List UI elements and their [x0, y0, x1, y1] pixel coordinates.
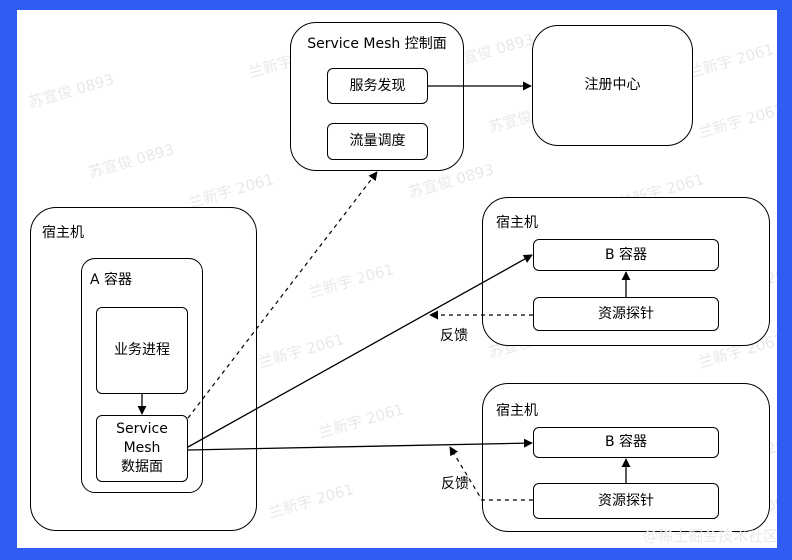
business-process-node: 业务进程	[96, 307, 188, 394]
watermark-text: 兰新宇 2061	[696, 100, 777, 142]
watermark-text: 苏宣俊 0893	[26, 70, 116, 112]
host-b2-container-node: B 容器	[533, 427, 719, 458]
data-plane-node: Service Mesh 数据面	[96, 415, 188, 482]
data-plane-line-1: Service	[116, 421, 168, 438]
watermark-text: 苏宣俊 0893	[86, 140, 176, 182]
host-b1-feedback-label: 反馈	[440, 328, 468, 344]
host-b1-container-node: B 容器	[533, 239, 719, 271]
footer-watermark: @稀土掘金技术社区	[642, 527, 778, 545]
control-plane-title: Service Mesh 控制面	[307, 36, 447, 52]
watermark-text: 兰新宇 2061	[306, 260, 396, 302]
container-a-title: A 容器	[90, 272, 133, 288]
registry-node: 注册中心	[532, 25, 693, 146]
watermark-text: 兰新宇 2061	[316, 400, 406, 442]
host-b2-title: 宿主机	[496, 403, 538, 419]
service-discovery-node: 服务发现	[327, 68, 428, 104]
host-b2-feedback-label: 反馈	[441, 476, 469, 492]
watermark-text: 兰新宇 2061	[266, 480, 356, 522]
data-plane-line-3: 数据面	[121, 458, 163, 475]
data-plane-line-2: Mesh	[123, 440, 161, 457]
host-a-title: 宿主机	[42, 225, 84, 241]
watermark-text: 兰新宇 2061	[686, 40, 776, 82]
traffic-scheduling-node: 流量调度	[327, 123, 428, 160]
watermark-text: 兰新宇 2061	[256, 330, 346, 372]
host-b2-probe-node: 资源探针	[533, 483, 719, 519]
host-b1-probe-node: 资源探针	[533, 297, 719, 331]
host-b1-title: 宿主机	[496, 215, 538, 231]
